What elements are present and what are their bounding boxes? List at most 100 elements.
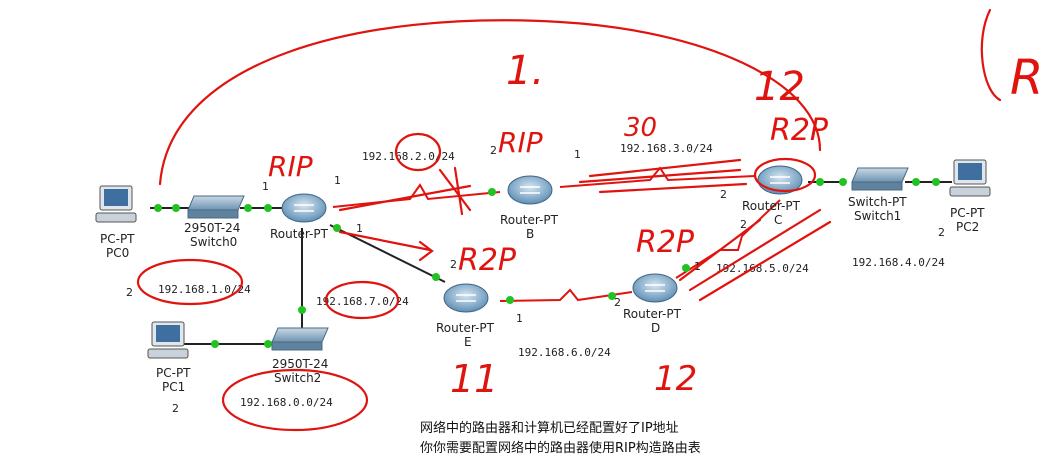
router-e-node[interactable]: Router-PT E [436,283,495,349]
router-c-type-label: Router-PT [742,199,801,213]
handwritten-num: 1. [506,48,544,94]
port-number: 1 [574,148,581,161]
port-number: 2 [490,144,497,157]
port-dot [211,340,219,348]
port-number: 1 [334,174,341,187]
pc1-type-label: PC-PT [156,366,191,380]
circle-net0 [221,368,369,432]
switch2-type-label: 2950T-24 [272,357,328,371]
handwritten-num: 12 [754,64,805,110]
router-c-name-label: C [774,213,782,227]
caption-line-2: 你你需要配置网络中的路由器使用RIP构造路由表 [420,440,701,456]
router-c-node[interactable]: Router-PT C [742,165,803,227]
port-number: 1 [262,180,269,193]
port-dot [839,178,847,186]
port-number: 1 [516,312,523,325]
port-number: 2 [938,226,945,239]
port-number: 2 [126,286,133,299]
port-number: 2 [740,218,747,231]
port-dot [608,292,616,300]
handwritten-r-far: R [1010,50,1043,106]
circle-net7 [324,280,400,320]
network-label: 192.168.6.0/24 [518,346,611,359]
network-label: 192.168.7.0/24 [316,295,409,308]
router-b-type-label: Router-PT [500,213,559,227]
port-dot [816,178,824,186]
port-number: 2 [172,402,179,415]
arc-right [980,8,1002,102]
switch2-name-label: Switch2 [274,371,321,385]
circle-net1 [136,258,244,306]
handwritten-num: 11 [450,357,498,401]
port-dot [264,204,272,212]
switch0-node[interactable]: 2950T-24 Switch0 [184,195,245,249]
handwritten-r2p-d: R2P [636,225,695,260]
handwritten-rip-b: RIP [498,126,543,159]
handwritten-rip-a: RIP [268,150,313,183]
port-dot [264,340,272,348]
port-dot [506,296,514,304]
caption-line-1: 网络中的路由器和计算机已经配置好了IP地址 [420,420,679,436]
red-ink-annotations [136,8,1002,432]
switch0-name-label: Switch0 [190,235,237,249]
router-b-node[interactable]: Router-PT B [500,175,559,241]
switch-icon [271,327,329,343]
port-dot [488,188,496,196]
switch-icon [851,167,909,183]
port-dot [432,273,440,281]
router-b-name-label: B [526,227,534,241]
switch-icon [187,195,245,211]
serial-link-e-d [499,288,633,302]
port-number: 2 [614,296,621,309]
switch1-name-label: Switch1 [854,209,901,223]
pc2-name-label: PC2 [956,220,979,234]
router-d-name-label: D [651,321,660,335]
port-number: 1 [356,222,363,235]
handwritten-labels: RIP RIP R2P R2P R2P R 1. 12 30 11 12 [268,48,1043,401]
pc1-node[interactable]: PC-PT PC1 [147,321,191,394]
router-d-type-label: Router-PT [623,307,682,321]
router-d-node[interactable]: Router-PT D [623,273,682,335]
router-a-node[interactable]: Router-PT [270,193,329,241]
port-dot [912,178,920,186]
pc1-name-label: PC1 [162,380,185,394]
router-e-name-label: E [464,335,472,349]
pc2-node[interactable]: PC-PT PC2 [949,159,991,234]
pc0-node[interactable]: PC-PT PC0 [95,185,137,260]
router-icon [632,273,678,303]
port-dot [154,204,162,212]
port-number: 2 [450,258,457,271]
network-label: 192.168.2.0/24 [362,150,455,163]
handwritten-num: 12 [654,359,697,399]
scribble-d-c [678,208,832,302]
router-e-type-label: Router-PT [436,321,495,335]
big-arc-stroke [158,19,822,186]
handwritten-r2p-e: R2P [458,243,517,278]
arrow-a-e [338,230,434,262]
network-label: 192.168.5.0/24 [716,262,809,275]
scribble-a-b [338,166,472,216]
network-labels: 192.168.1.0/24 192.168.2.0/24 192.168.3.… [158,142,945,409]
pc0-type-label: PC-PT [100,232,135,246]
switch0-type-label: 2950T-24 [184,221,240,235]
port-number: 2 [720,188,727,201]
port-dot [244,204,252,212]
router-icon [281,193,327,223]
router-icon [443,283,489,313]
pc0-name-label: PC0 [106,246,129,260]
switch1-node[interactable]: Switch-PT Switch1 [848,167,909,223]
port-dot [172,204,180,212]
port-dots [154,178,940,348]
scribble-b-c [578,158,748,194]
router-a-type-label: Router-PT [270,227,329,241]
port-dot [682,264,690,272]
network-label: 192.168.0.0/24 [240,396,333,409]
switch2-node[interactable]: 2950T-24 Switch2 [271,327,329,385]
handwritten-r2p-c: R2P [770,113,829,148]
port-dot [333,224,341,232]
router-icon [757,165,803,195]
switch1-type-label: Switch-PT [848,195,907,209]
circle-router-c [753,157,817,193]
network-label: 192.168.3.0/24 [620,142,713,155]
